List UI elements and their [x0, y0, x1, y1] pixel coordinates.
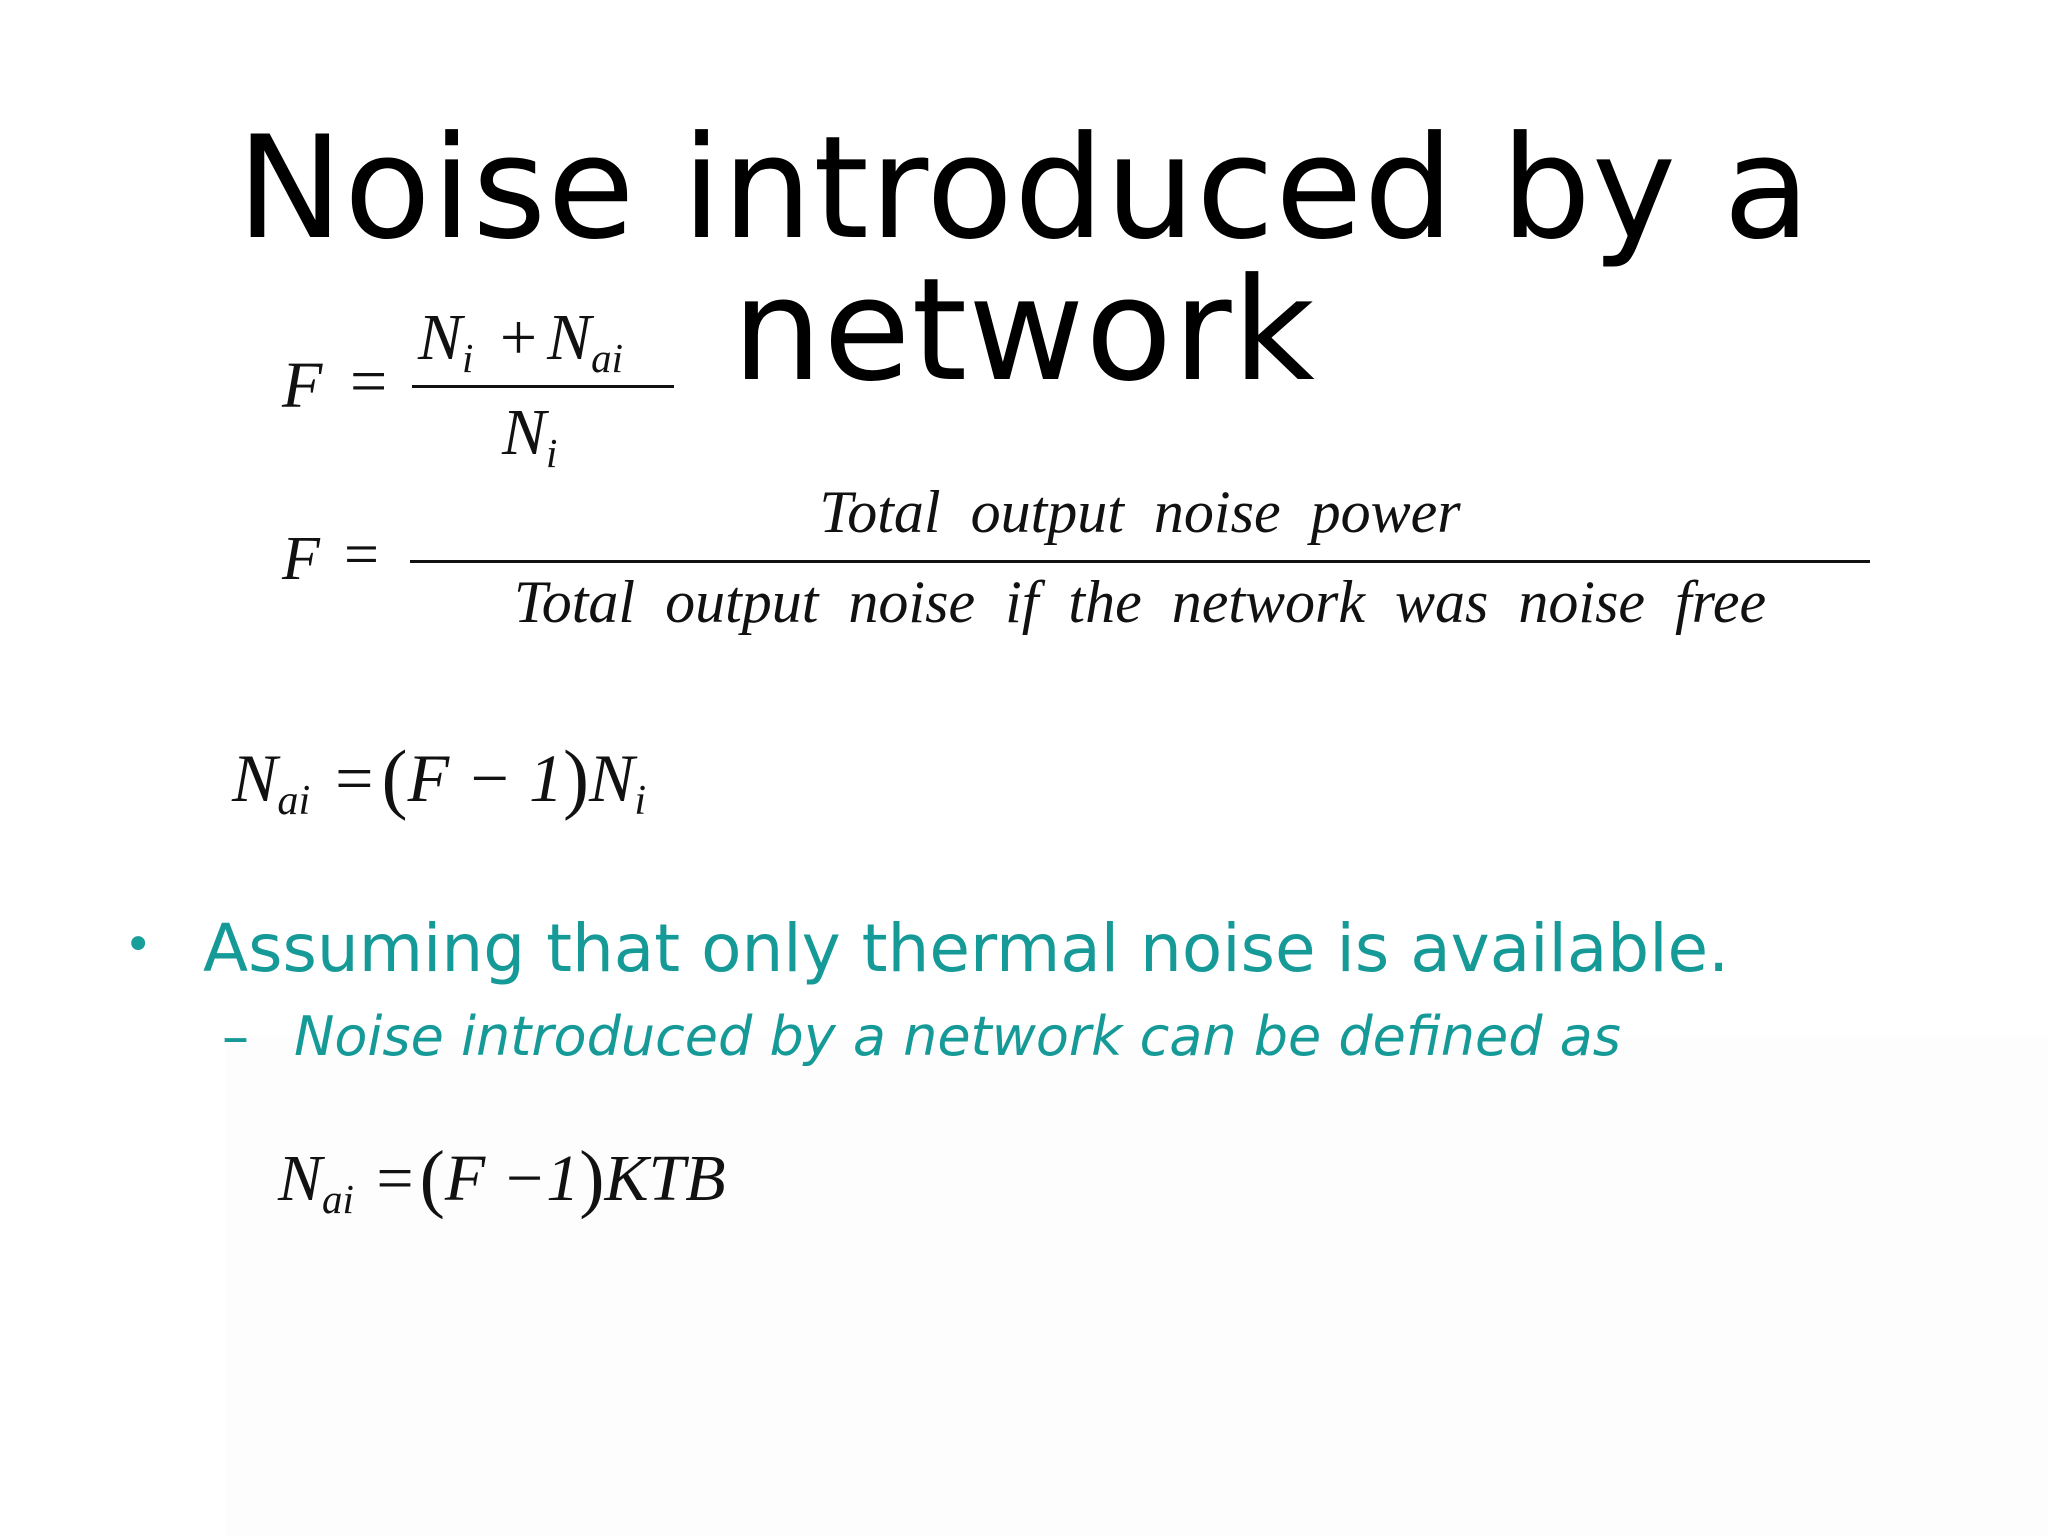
eq3-rparen: ) — [563, 734, 590, 822]
eq2-lhs: F — [282, 525, 320, 593]
eq4-rhs: KTB — [604, 1142, 726, 1215]
eq3-rhs: N — [589, 740, 635, 816]
eq3-inner: F − 1 — [407, 740, 563, 816]
eq1-fraction: Ni +Nai Ni — [412, 300, 674, 480]
eq2-numerator: Total output noise power — [819, 479, 1461, 545]
sub-bullet-marker: – — [222, 1005, 249, 1068]
eq1-numerator: Ni +Nai — [418, 301, 623, 382]
slide-title: Noise introduced by a network — [236, 106, 1812, 413]
eq4-rparen: ) — [579, 1136, 605, 1221]
eq2-fraction-bar — [410, 560, 1870, 563]
eq2-fraction: Total output noise power Total output no… — [410, 478, 1870, 648]
bullet-marker: • — [124, 917, 153, 973]
eq2-equals: = — [344, 521, 379, 589]
eq4-lhs: N — [278, 1142, 323, 1215]
equation-thermal-added-noise: Nai =(F −1)KTB — [278, 1132, 726, 1223]
eq2-denominator: Total output noise if the network was no… — [513, 569, 1767, 635]
slide-background-panel — [225, 1035, 2048, 1536]
eq3-equals: = — [335, 740, 374, 816]
eq4-inner: F −1 — [444, 1142, 580, 1215]
eq4-lparen: ( — [419, 1136, 445, 1221]
eq3-lhs: N — [232, 740, 278, 816]
eq4-lhs-sub: ai — [322, 1177, 354, 1223]
bullet-main-text: Assuming that only thermal noise is avai… — [203, 910, 1730, 987]
sub-bullet-text: Noise introduced by a network can be def… — [294, 1005, 1621, 1068]
eq1-denominator: Ni — [502, 396, 558, 477]
equation-added-noise: Nai =(F − 1)Ni — [232, 730, 646, 824]
eq1-fraction-bar — [412, 385, 674, 388]
eq3-rhs-sub: i — [634, 777, 647, 825]
eq1-equals: = — [350, 345, 388, 418]
eq3-lparen: ( — [381, 734, 408, 822]
eq3-lhs-sub: ai — [277, 777, 311, 825]
eq1-lhs: F — [282, 349, 323, 422]
eq4-equals: = — [376, 1142, 414, 1215]
